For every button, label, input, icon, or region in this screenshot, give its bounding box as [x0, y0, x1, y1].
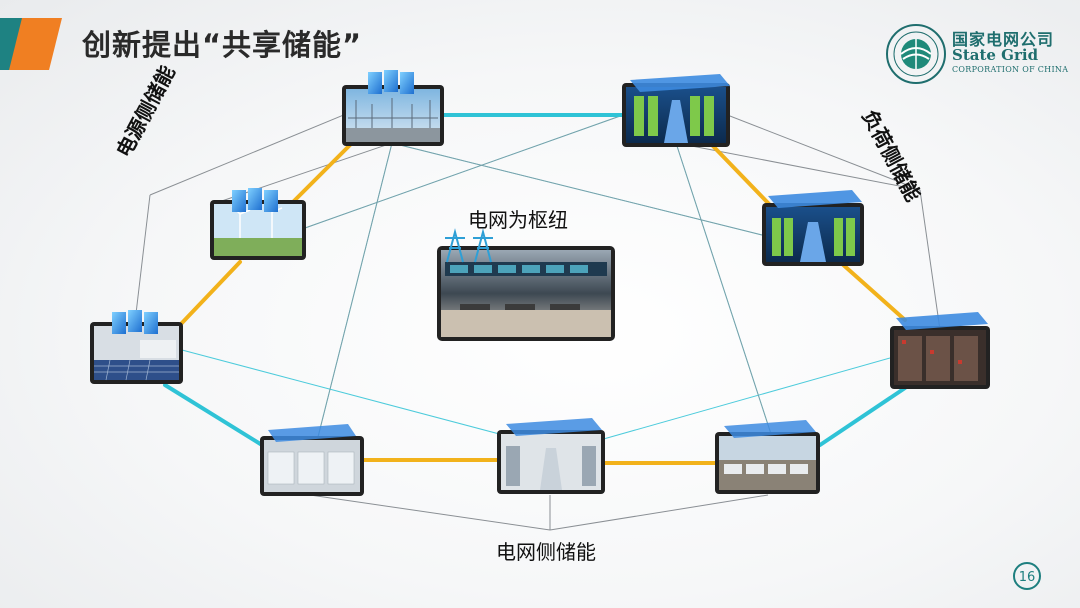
- storage-cubes-icon: [112, 310, 158, 334]
- storage-platform-icon: [268, 424, 356, 442]
- storage-cubes-icon: [368, 70, 414, 94]
- node-source-wind: [210, 188, 306, 260]
- logo-english-subtitle: CORPORATION OF CHINA: [952, 65, 1069, 74]
- node-grid-outdoor-plant: [715, 420, 820, 494]
- node-hub-control-center: [437, 228, 615, 341]
- transmission-tower-icon: [445, 228, 493, 263]
- storage-platform-icon: [630, 74, 730, 92]
- node-load-datacenter-top: [622, 74, 730, 147]
- node-grid-containers: [260, 424, 364, 496]
- node-source-solar: [90, 310, 183, 384]
- logo-english-name: State Grid: [952, 46, 1039, 64]
- storage-platform-icon: [896, 312, 988, 330]
- page-number: 16: [1013, 562, 1041, 590]
- logo-chinese-name: 国家电网公司: [952, 30, 1055, 49]
- label-hub: 电网为枢纽: [468, 208, 568, 232]
- node-load-battery-racks: [890, 312, 990, 389]
- state-grid-logo: [886, 24, 946, 84]
- label-grid-side: 电网侧储能: [496, 540, 596, 564]
- node-load-server-room: [762, 190, 864, 266]
- storage-platform-icon: [506, 418, 602, 436]
- storage-platform-icon: [768, 190, 862, 208]
- storage-platform-icon: [724, 420, 816, 438]
- storage-cubes-icon: [232, 188, 278, 212]
- ring-links: [163, 113, 907, 465]
- node-grid-station: [497, 418, 605, 494]
- slide-title: 创新提出“共享储能”: [82, 28, 363, 62]
- node-source-substation: [342, 70, 444, 146]
